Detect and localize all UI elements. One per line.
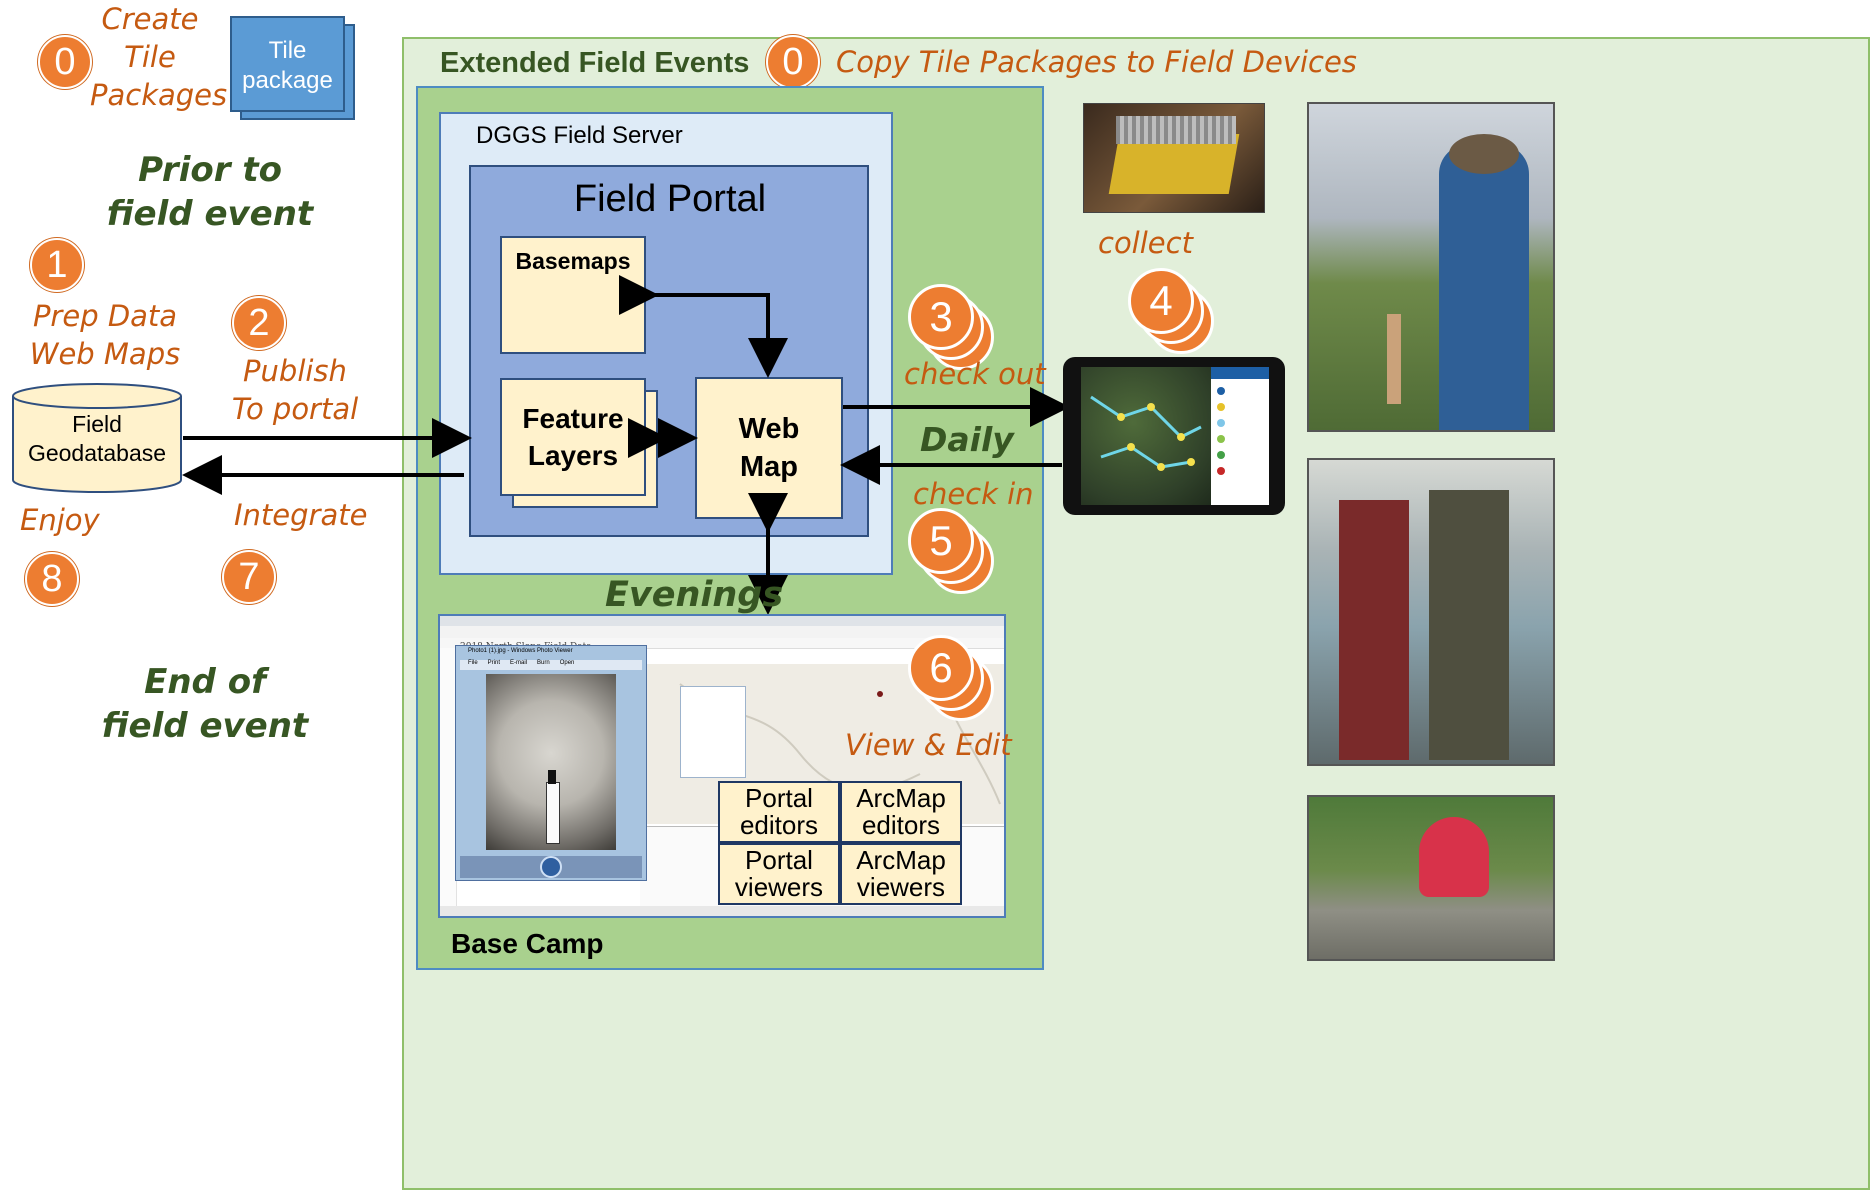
viewer-rock-photo <box>486 674 616 850</box>
viewer-play-icon[interactable] <box>540 856 562 878</box>
role-arcmap-viewers: ArcMap viewers <box>840 843 962 905</box>
step-3-number: 3 <box>929 293 953 340</box>
step-4-badge-stack: 4 <box>1128 268 1224 364</box>
tablet-device <box>1063 357 1285 515</box>
extended-field-events-title: Extended Field Events <box>440 47 750 79</box>
photo-viewer-window: Photo1 (1).jpg - Windows Photo Viewer Fi… <box>455 645 647 881</box>
role-portal-viewers: Portal viewers <box>718 843 840 905</box>
enjoy-label: Enjoy <box>20 503 100 537</box>
step-7-badge: 7 <box>222 550 276 604</box>
step-0-badge: 0 <box>38 35 92 89</box>
photo-viewer-title: Photo1 (1).jpg - Windows Photo Viewer <box>468 648 573 654</box>
prep-data-label: Prep Data Web Maps <box>29 299 181 371</box>
tablet-map-screen <box>1081 367 1211 505</box>
step-1-badge: 1 <box>30 238 84 292</box>
step-4-number: 4 <box>1149 277 1173 324</box>
roles-grid: Portal editors ArcMap editors Portal vie… <box>718 781 964 905</box>
field-portal-title: Field Portal <box>573 178 767 220</box>
step-6-badge-stack: 6 <box>908 635 1004 731</box>
end-of-field-event-heading: End of field event <box>101 662 309 746</box>
step-5-number: 5 <box>929 517 953 564</box>
check-out-label: check out <box>904 357 1046 391</box>
view-edit-label: View & Edit <box>845 728 1012 762</box>
field-photo-rain-jacket <box>1307 795 1555 961</box>
role-portal-editors: Portal editors <box>718 781 840 843</box>
viewer-menu-burn[interactable]: Burn <box>537 660 550 666</box>
ruggedized-server-photo <box>1083 103 1265 213</box>
feature-layers-label: Feature Layers <box>522 403 624 471</box>
basemaps-label: Basemaps <box>515 248 631 274</box>
field-geodatabase: Field Geodatabase <box>12 382 182 494</box>
step-2-badge: 2 <box>232 296 286 350</box>
daily-label: Daily <box>920 420 1014 459</box>
viewer-menu-email[interactable]: E-mail <box>510 660 528 666</box>
step-0-copy-badge: 0 <box>766 35 820 89</box>
geodatabase-label: Field Geodatabase <box>27 411 167 466</box>
integrate-label: Integrate <box>234 498 368 532</box>
check-in-label: check in <box>913 477 1034 511</box>
collect-label: collect <box>1098 226 1193 260</box>
role-arcmap-editors: ArcMap editors <box>840 781 962 843</box>
viewer-menu-open[interactable]: Open <box>559 660 575 666</box>
viewer-menu-print[interactable]: Print <box>487 660 501 666</box>
tile-package-icon: Tile package <box>230 16 345 112</box>
create-tile-packages-label: Create Tile Packages <box>90 2 228 112</box>
viewer-menu-file[interactable]: File <box>468 660 478 666</box>
field-photo-tablet-user <box>1307 102 1555 432</box>
field-photo-two-geologists <box>1307 458 1555 766</box>
step-6-number: 6 <box>929 644 953 691</box>
evenings-label: Evenings <box>605 575 784 615</box>
web-map-label: Web Map <box>738 413 800 483</box>
tile-package-stack: Tile package <box>230 16 358 122</box>
base-camp-title: Base Camp <box>451 928 604 959</box>
feature-layers-box: Feature Layers <box>500 378 646 496</box>
prior-to-field-event-heading: Prior to field event <box>106 150 314 234</box>
publish-to-portal-label: Publish To portal <box>231 354 359 426</box>
step-3-badge-stack: 3 <box>908 284 1004 380</box>
step-8-badge: 8 <box>25 552 79 606</box>
tablet-legend-panel <box>1211 367 1269 505</box>
step-5-badge-stack: 5 <box>908 508 1004 604</box>
copy-tile-packages-label: Copy Tile Packages to Field Devices <box>836 45 1357 79</box>
dggs-field-server-title: DGGS Field Server <box>476 122 683 149</box>
basemaps-webmap-arrow <box>619 275 788 378</box>
